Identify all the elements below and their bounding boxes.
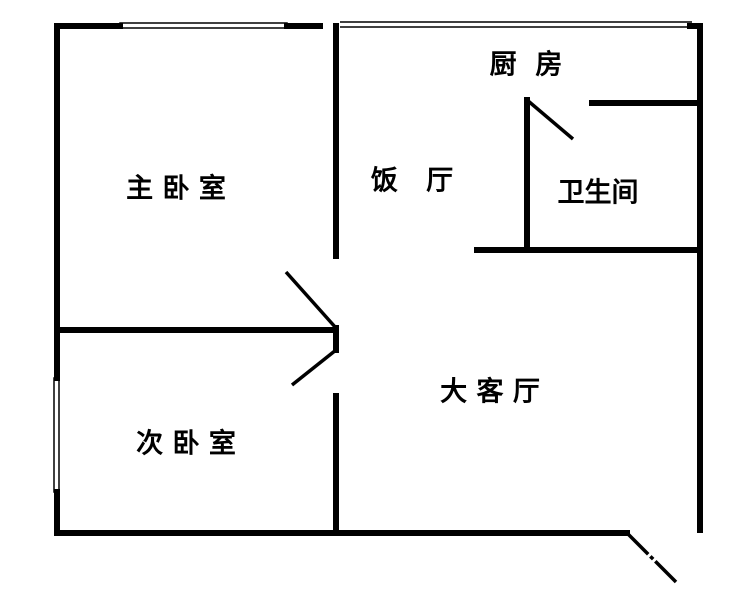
room-label-second-bedroom: 次 卧 室 [136,428,236,460]
door-bathroom [525,98,575,141]
room-label-kitchen: 厨 房 [489,49,563,81]
room-label-dining-room: 饭 厅 [370,165,454,197]
window-top-left [119,22,288,29]
door-second-bedroom [290,348,338,387]
window-left [53,377,60,493]
room-label-master-bedroom: 主 卧 室 [126,173,226,205]
door-master-bedroom [284,270,338,330]
room-label-bathroom: 卫生间 [557,177,639,209]
room-label-living-room: 大 客 厅 [440,376,540,408]
door-entrance [625,531,678,584]
